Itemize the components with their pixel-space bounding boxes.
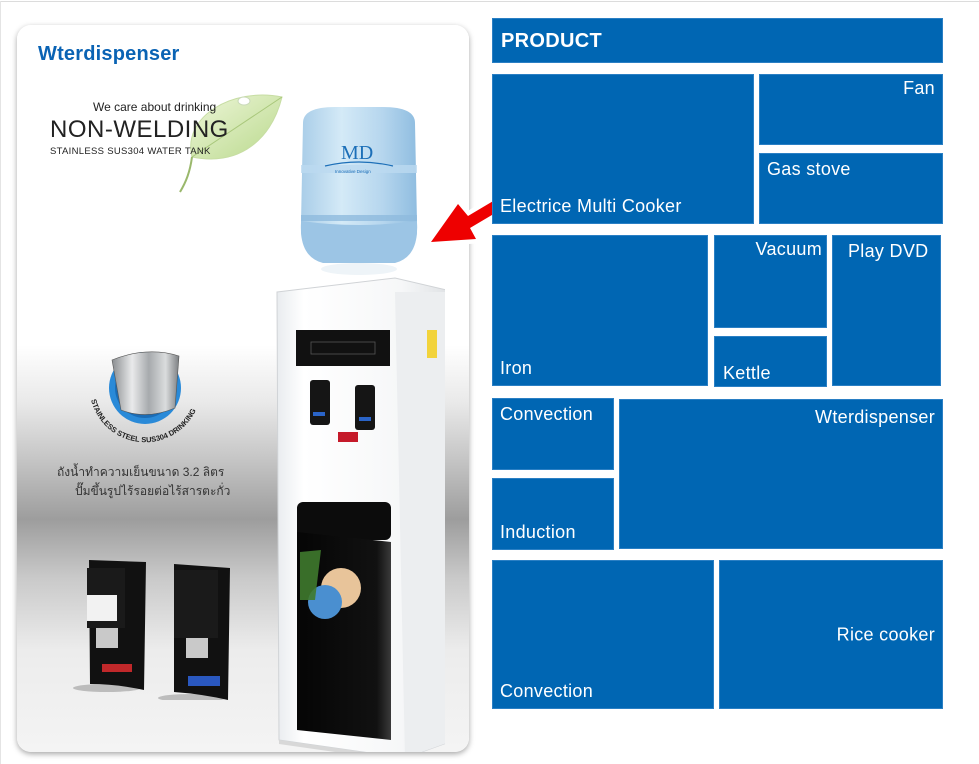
page-top-border (0, 1, 979, 2)
tile-label: Rice cooker (836, 624, 935, 644)
tile-label: Gas stove (767, 159, 851, 179)
tile-label: Fan (903, 78, 935, 98)
tile-label: Induction (500, 522, 576, 542)
stainless-steel-tank-badge: STAINLESS STEEL SUS304 DRINKING (89, 351, 198, 444)
bottle-brand-logo: MD (341, 142, 373, 164)
tile-label: Convection (500, 681, 594, 701)
tile-water-dispenser[interactable]: Wterdispenser (619, 399, 943, 549)
page-left-border (0, 1, 1, 764)
tile-label: Play DVD (848, 241, 929, 261)
feature-text-seamless: ปั๊มขึ้นรูปไร้รอยต่อไร้สารตะกั่ว (75, 484, 231, 498)
tile-gas-stove[interactable]: Gas stove (759, 153, 943, 224)
tile-play-dvd[interactable]: Play DVD (832, 235, 941, 386)
faucet-hot-cold-image (73, 560, 230, 700)
tile-electric-multi-cooker[interactable]: Electrice Multi Cooker (492, 74, 754, 224)
product-showcase-card: Wterdispenser We care about drinking NON… (17, 25, 469, 752)
tagline-big: NON-WELDING (50, 116, 229, 143)
tile-iron[interactable]: Iron (492, 235, 708, 386)
tile-convection-large[interactable]: Convection (492, 560, 714, 709)
tile-label: Convection (500, 404, 594, 424)
tile-induction[interactable]: Induction (492, 478, 614, 550)
tile-kettle[interactable]: Kettle (714, 336, 827, 387)
svg-text:Innovative Design: Innovative Design (335, 169, 371, 174)
product-header-label: PRODUCT (501, 30, 602, 52)
tile-convection-small[interactable]: Convection (492, 398, 614, 470)
leaf-icon (179, 94, 283, 193)
tile-rice-cooker[interactable]: Rice cooker (719, 560, 943, 709)
tile-label: Vacuum (755, 239, 822, 259)
water-bottle-image: MD Innovative Design (300, 107, 418, 275)
card-title: Wterdispenser (38, 43, 180, 65)
tile-label: Kettle (723, 363, 771, 383)
water-dispenser-image (276, 277, 445, 752)
tile-label: Electrice Multi Cooker (500, 196, 682, 216)
tile-label: Wterdispenser (815, 407, 935, 427)
tile-vacuum[interactable]: Vacuum (714, 235, 827, 328)
tagline-small: We care about drinking (93, 100, 217, 114)
product-header: PRODUCT (492, 18, 943, 63)
tagline-sub: STAINLESS SUS304 WATER TANK (50, 146, 211, 157)
feature-text-tank-size: ถังน้ำทำความเย็นขนาด 3.2 ลิตร (57, 465, 225, 479)
tile-fan[interactable]: Fan (759, 74, 943, 145)
tile-label: Iron (500, 358, 533, 378)
